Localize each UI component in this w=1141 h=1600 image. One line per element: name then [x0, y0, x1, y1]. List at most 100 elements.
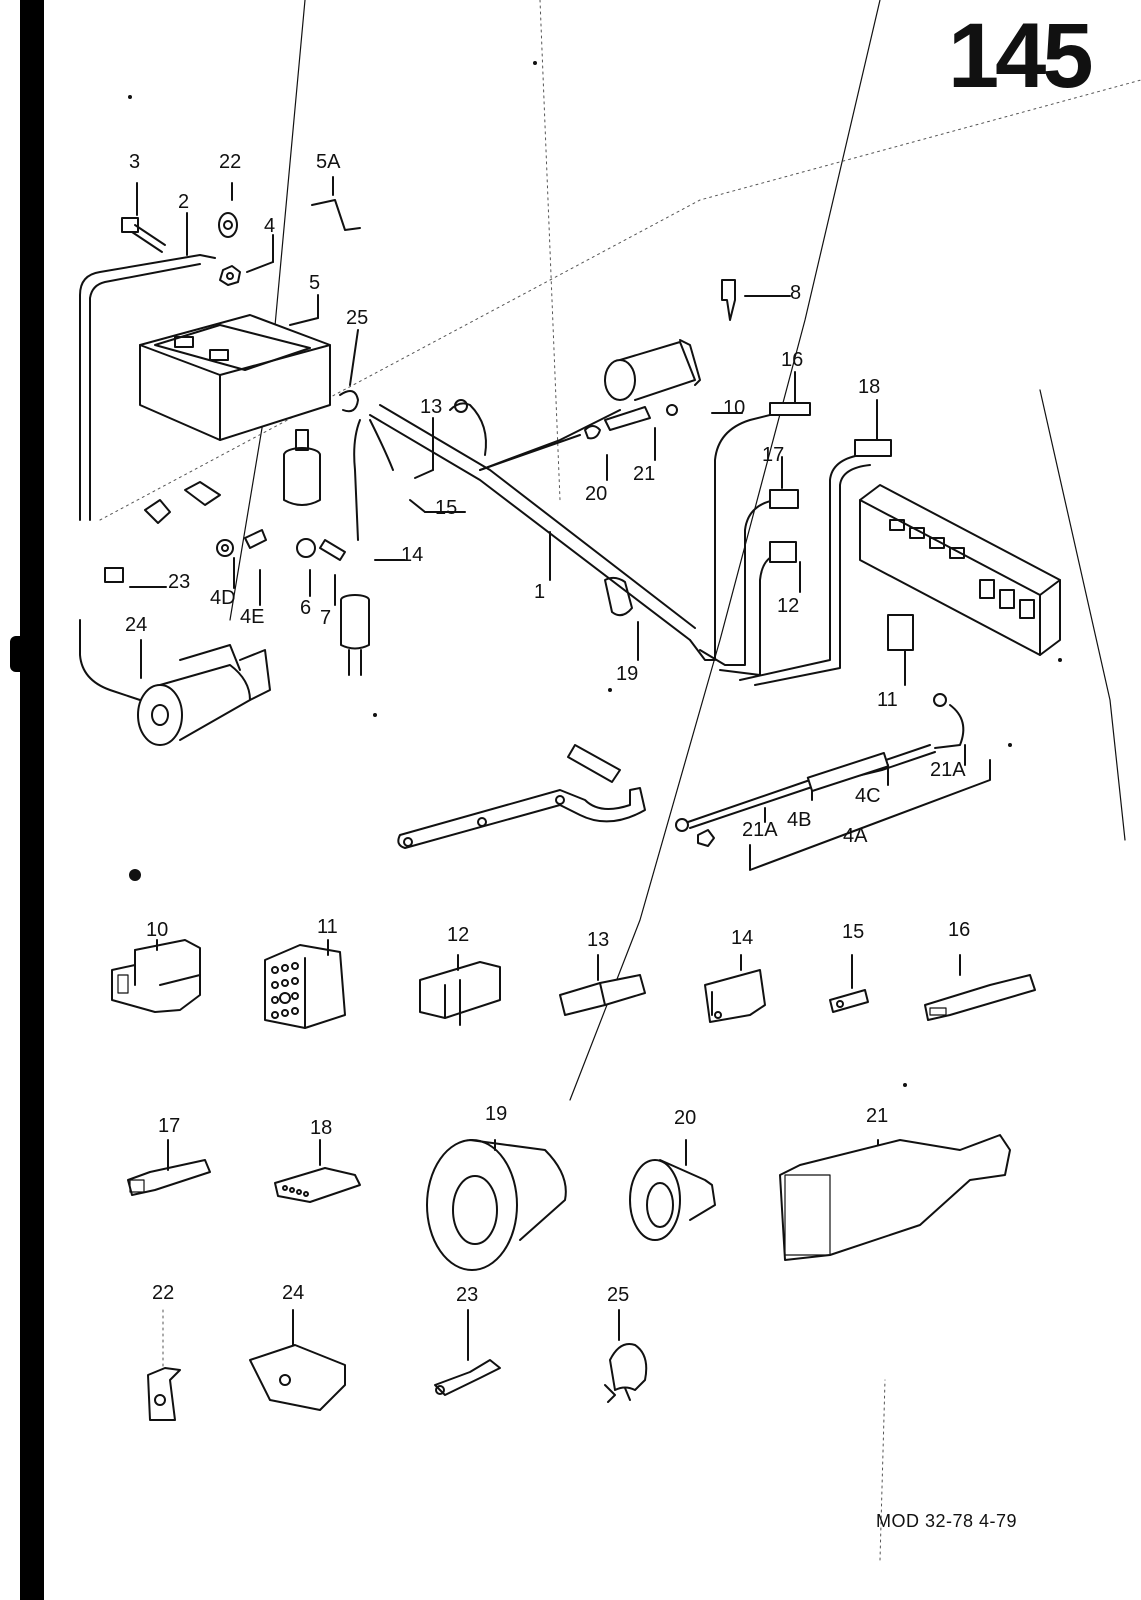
detail-label-12: 12	[447, 924, 470, 946]
detail-dual-connector-12	[419, 961, 501, 1026]
detail-label-21: 21	[866, 1105, 889, 1127]
detail-label-23: 24	[282, 1282, 305, 1304]
callout-21a-right: 21A	[930, 759, 966, 781]
bolt-3	[121, 217, 166, 253]
callout-22: 22	[219, 151, 242, 173]
detail-ring-terminal-22	[147, 1367, 181, 1421]
page-number: 145	[948, 5, 1093, 107]
connector-16-assembly	[769, 402, 811, 416]
detail-large-grommet-19	[426, 1139, 567, 1271]
sender-units	[144, 481, 221, 524]
nut-4	[219, 265, 241, 286]
catalog-footer-code: MOD 32-78 4-79	[876, 1511, 1018, 1531]
callout-20: 20	[585, 483, 608, 505]
detail-connector-14	[704, 969, 766, 1023]
connector-12-assembly	[769, 541, 797, 563]
glow-plug	[567, 744, 621, 783]
wiper-motor	[604, 339, 701, 401]
grommet-19-assembly	[604, 576, 633, 617]
screw-7	[319, 539, 346, 561]
callout-12: 12	[777, 595, 800, 617]
starter-cable	[79, 619, 141, 701]
callout-4a: 4A	[843, 825, 868, 847]
callout-24: 24	[125, 614, 148, 636]
detail-single-connector-13	[559, 974, 646, 1016]
detail-connector-boot-21	[779, 1134, 1011, 1261]
starter-motor	[137, 644, 271, 746]
callout-4c: 4C	[855, 785, 881, 807]
battery-cable-2	[79, 254, 216, 521]
callout-1: 1	[534, 581, 546, 603]
detail-label-10: 10	[146, 919, 169, 941]
lock-washer-6	[296, 538, 316, 558]
detail-label-15: 15	[842, 921, 865, 943]
callout-16: 16	[781, 349, 804, 371]
callout-4e: 4E	[240, 606, 265, 628]
washer-4d	[216, 539, 234, 557]
callout-4d: 4D	[210, 587, 236, 609]
binding-notch	[10, 636, 24, 672]
detail-relay-socket-10	[111, 939, 201, 1013]
clip-8-assembly	[721, 279, 736, 321]
detail-label-25: 25	[607, 1284, 630, 1306]
callout-17: 17	[762, 444, 785, 466]
callout-6: 6	[300, 597, 312, 619]
paper-specks	[128, 61, 1062, 1087]
callout-10: 10	[723, 397, 746, 419]
callout-21a-left: 21A	[742, 819, 778, 841]
callout-5: 5	[309, 272, 321, 294]
detail-crimp-terminal-24	[434, 1359, 501, 1396]
crease-line	[1039, 389, 1126, 841]
detail-label-17: 17	[158, 1115, 181, 1137]
detail-small-grommet-20	[629, 1159, 716, 1241]
boot-21-assembly	[604, 406, 651, 431]
detail-label-22: 22	[152, 1282, 175, 1304]
callout-4: 4	[264, 215, 276, 237]
crease-line	[229, 0, 306, 621]
detail-label-14: 14	[731, 927, 754, 949]
callout-13: 13	[420, 396, 443, 418]
washer-pump	[340, 594, 370, 676]
clip-23-assembly	[104, 567, 124, 583]
crease-line	[569, 0, 881, 1101]
battery	[139, 314, 331, 441]
relay-10-assembly	[666, 404, 678, 416]
callout-23: 23	[168, 571, 191, 593]
detail-label-11: 11	[317, 916, 338, 938]
callout-19: 19	[616, 663, 639, 685]
detail-plug-connector-17	[127, 1159, 211, 1196]
detail-label-20: 20	[674, 1107, 697, 1129]
detail-leader-lines	[156, 939, 961, 1371]
crease-line	[539, 0, 561, 501]
detail-multi-pin-connector-11	[264, 944, 346, 1029]
connector-18-assembly	[854, 439, 892, 457]
callout-11: 11	[877, 689, 898, 711]
detail-label-18: 18	[310, 1117, 333, 1139]
callout-8: 8	[790, 282, 802, 304]
callout-18: 18	[858, 376, 881, 398]
crease-line	[879, 1379, 886, 1561]
grommet-20-assembly	[584, 425, 601, 440]
connector-17-assembly	[769, 489, 799, 509]
ring-terminal-22-assembly	[218, 212, 238, 238]
clamp-25-assembly	[339, 390, 359, 413]
leader-lines	[129, 176, 991, 871]
callout-15: 15	[435, 497, 458, 519]
screw-4e	[244, 529, 267, 549]
detail-label-19: 19	[485, 1103, 508, 1125]
detail-flat-connector-16	[924, 974, 1036, 1021]
callout-21: 21	[633, 463, 656, 485]
callout-3: 3	[129, 151, 141, 173]
detail-four-pin-connector-18	[274, 1167, 361, 1203]
bracket-5a	[311, 199, 361, 231]
connector-11-assembly	[887, 614, 914, 651]
detail-label-16: 16	[948, 919, 971, 941]
detail-label-24: 23	[456, 1284, 479, 1306]
binding-edge	[20, 0, 44, 1600]
callout-5a: 5A	[316, 151, 341, 173]
detail-cable-clamp-25	[604, 1343, 648, 1403]
crease-line	[99, 79, 1141, 521]
detail-label-13: 13	[587, 929, 610, 951]
callout-25: 25	[346, 307, 369, 329]
